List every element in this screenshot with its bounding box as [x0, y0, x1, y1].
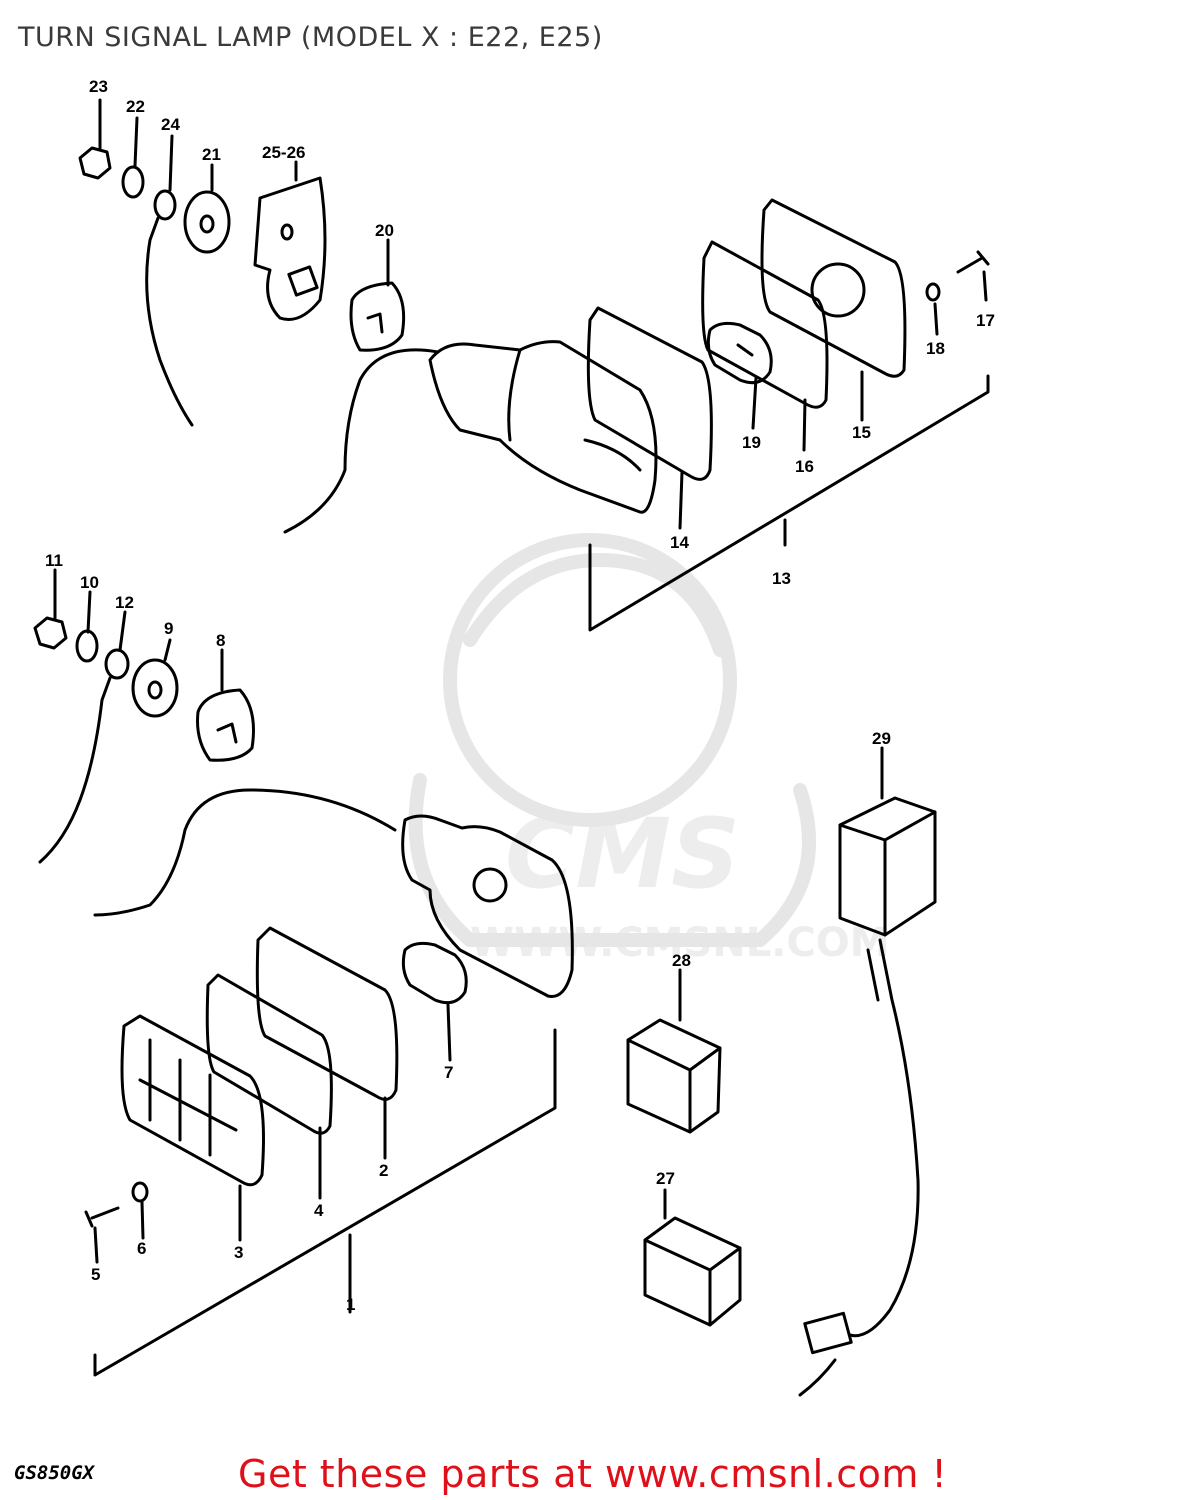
- diagram-title: TURN SIGNAL LAMP (MODEL X : E22, E25): [18, 22, 603, 53]
- part-bulb-19: [706, 321, 773, 385]
- model-code: GS850GX: [14, 1462, 95, 1484]
- part-bracket-25-26: [253, 176, 327, 321]
- part-gasket-16: [701, 240, 829, 409]
- label-part-20: 20: [375, 221, 394, 240]
- part-relay-28: [626, 1018, 722, 1134]
- label-part-11: 11: [45, 551, 63, 570]
- part-lock-washer-22: [121, 165, 145, 199]
- leader-lines-lower: [53, 568, 884, 1264]
- label-part-3: 3: [234, 1243, 243, 1262]
- part-bulb-7: [401, 941, 468, 1005]
- promo-link-text[interactable]: Get these parts at www.cmsnl.com !: [238, 1452, 948, 1496]
- part-terminal-24: [145, 189, 194, 427]
- part-lock-washer-10: [75, 629, 99, 663]
- part-terminal-12: [38, 648, 130, 864]
- part-housing-1: [401, 814, 574, 998]
- label-part-13: 13: [772, 569, 791, 588]
- label-part-4: 4: [314, 1201, 324, 1220]
- part-socket-20: [349, 281, 406, 352]
- label-part-16: 16: [795, 457, 814, 476]
- part-gasket-14: [586, 306, 713, 481]
- label-part-9: 9: [164, 619, 173, 638]
- part-nut-11: [33, 616, 68, 650]
- label-part-10: 10: [80, 573, 99, 592]
- wire-lower: [93, 788, 397, 917]
- watermark-mascot: [408, 533, 816, 947]
- part-socket-8: [196, 688, 255, 762]
- part-screw-5: [84, 1206, 120, 1228]
- part-relay-27: [643, 1216, 742, 1327]
- part-washer-9: [131, 658, 179, 718]
- label-part-14: 14: [670, 533, 689, 552]
- label-part-2: 2: [379, 1161, 388, 1180]
- leader-lines-upper: [98, 98, 988, 530]
- label-part-19: 19: [742, 433, 761, 452]
- label-part-21: 21: [202, 145, 221, 164]
- part-lens-3: [120, 1014, 265, 1187]
- label-part-1: 1: [346, 1295, 355, 1314]
- part-lens-15: [760, 198, 907, 378]
- part-gasket-2: [255, 926, 399, 1101]
- label-part-17: 17: [976, 311, 995, 330]
- leader-group-1: [93, 1028, 557, 1377]
- part-washer-6: [131, 1181, 149, 1203]
- part-nut-23: [78, 146, 112, 180]
- part-screw-17: [956, 250, 990, 274]
- label-part-15: 15: [852, 423, 871, 442]
- label-part-12: 12: [115, 593, 134, 612]
- label-part-29: 29: [872, 729, 891, 748]
- label-part-24: 24: [161, 115, 180, 134]
- part-gasket-4: [205, 973, 333, 1135]
- label-part-6: 6: [137, 1239, 146, 1258]
- label-part-25-26: 25-26: [262, 143, 305, 162]
- label-part-5: 5: [91, 1265, 100, 1284]
- label-part-18: 18: [926, 339, 945, 358]
- label-part-7: 7: [444, 1063, 453, 1082]
- leader-group-13: [588, 374, 990, 632]
- label-part-22: 22: [126, 97, 145, 116]
- label-part-8: 8: [216, 631, 225, 650]
- wire-upper: [283, 348, 440, 534]
- part-flasher-29: [798, 796, 937, 1397]
- part-housing-13: [428, 340, 658, 514]
- part-washer-18: [925, 282, 941, 302]
- label-part-28: 28: [672, 951, 691, 970]
- label-part-27: 27: [656, 1169, 675, 1188]
- part-washer-21: [183, 190, 231, 254]
- label-part-23: 23: [89, 77, 108, 96]
- exploded-parts-diagram: 23 22 24 21 25-26 20 17 18 19 15 16 14 1…: [33, 77, 995, 1397]
